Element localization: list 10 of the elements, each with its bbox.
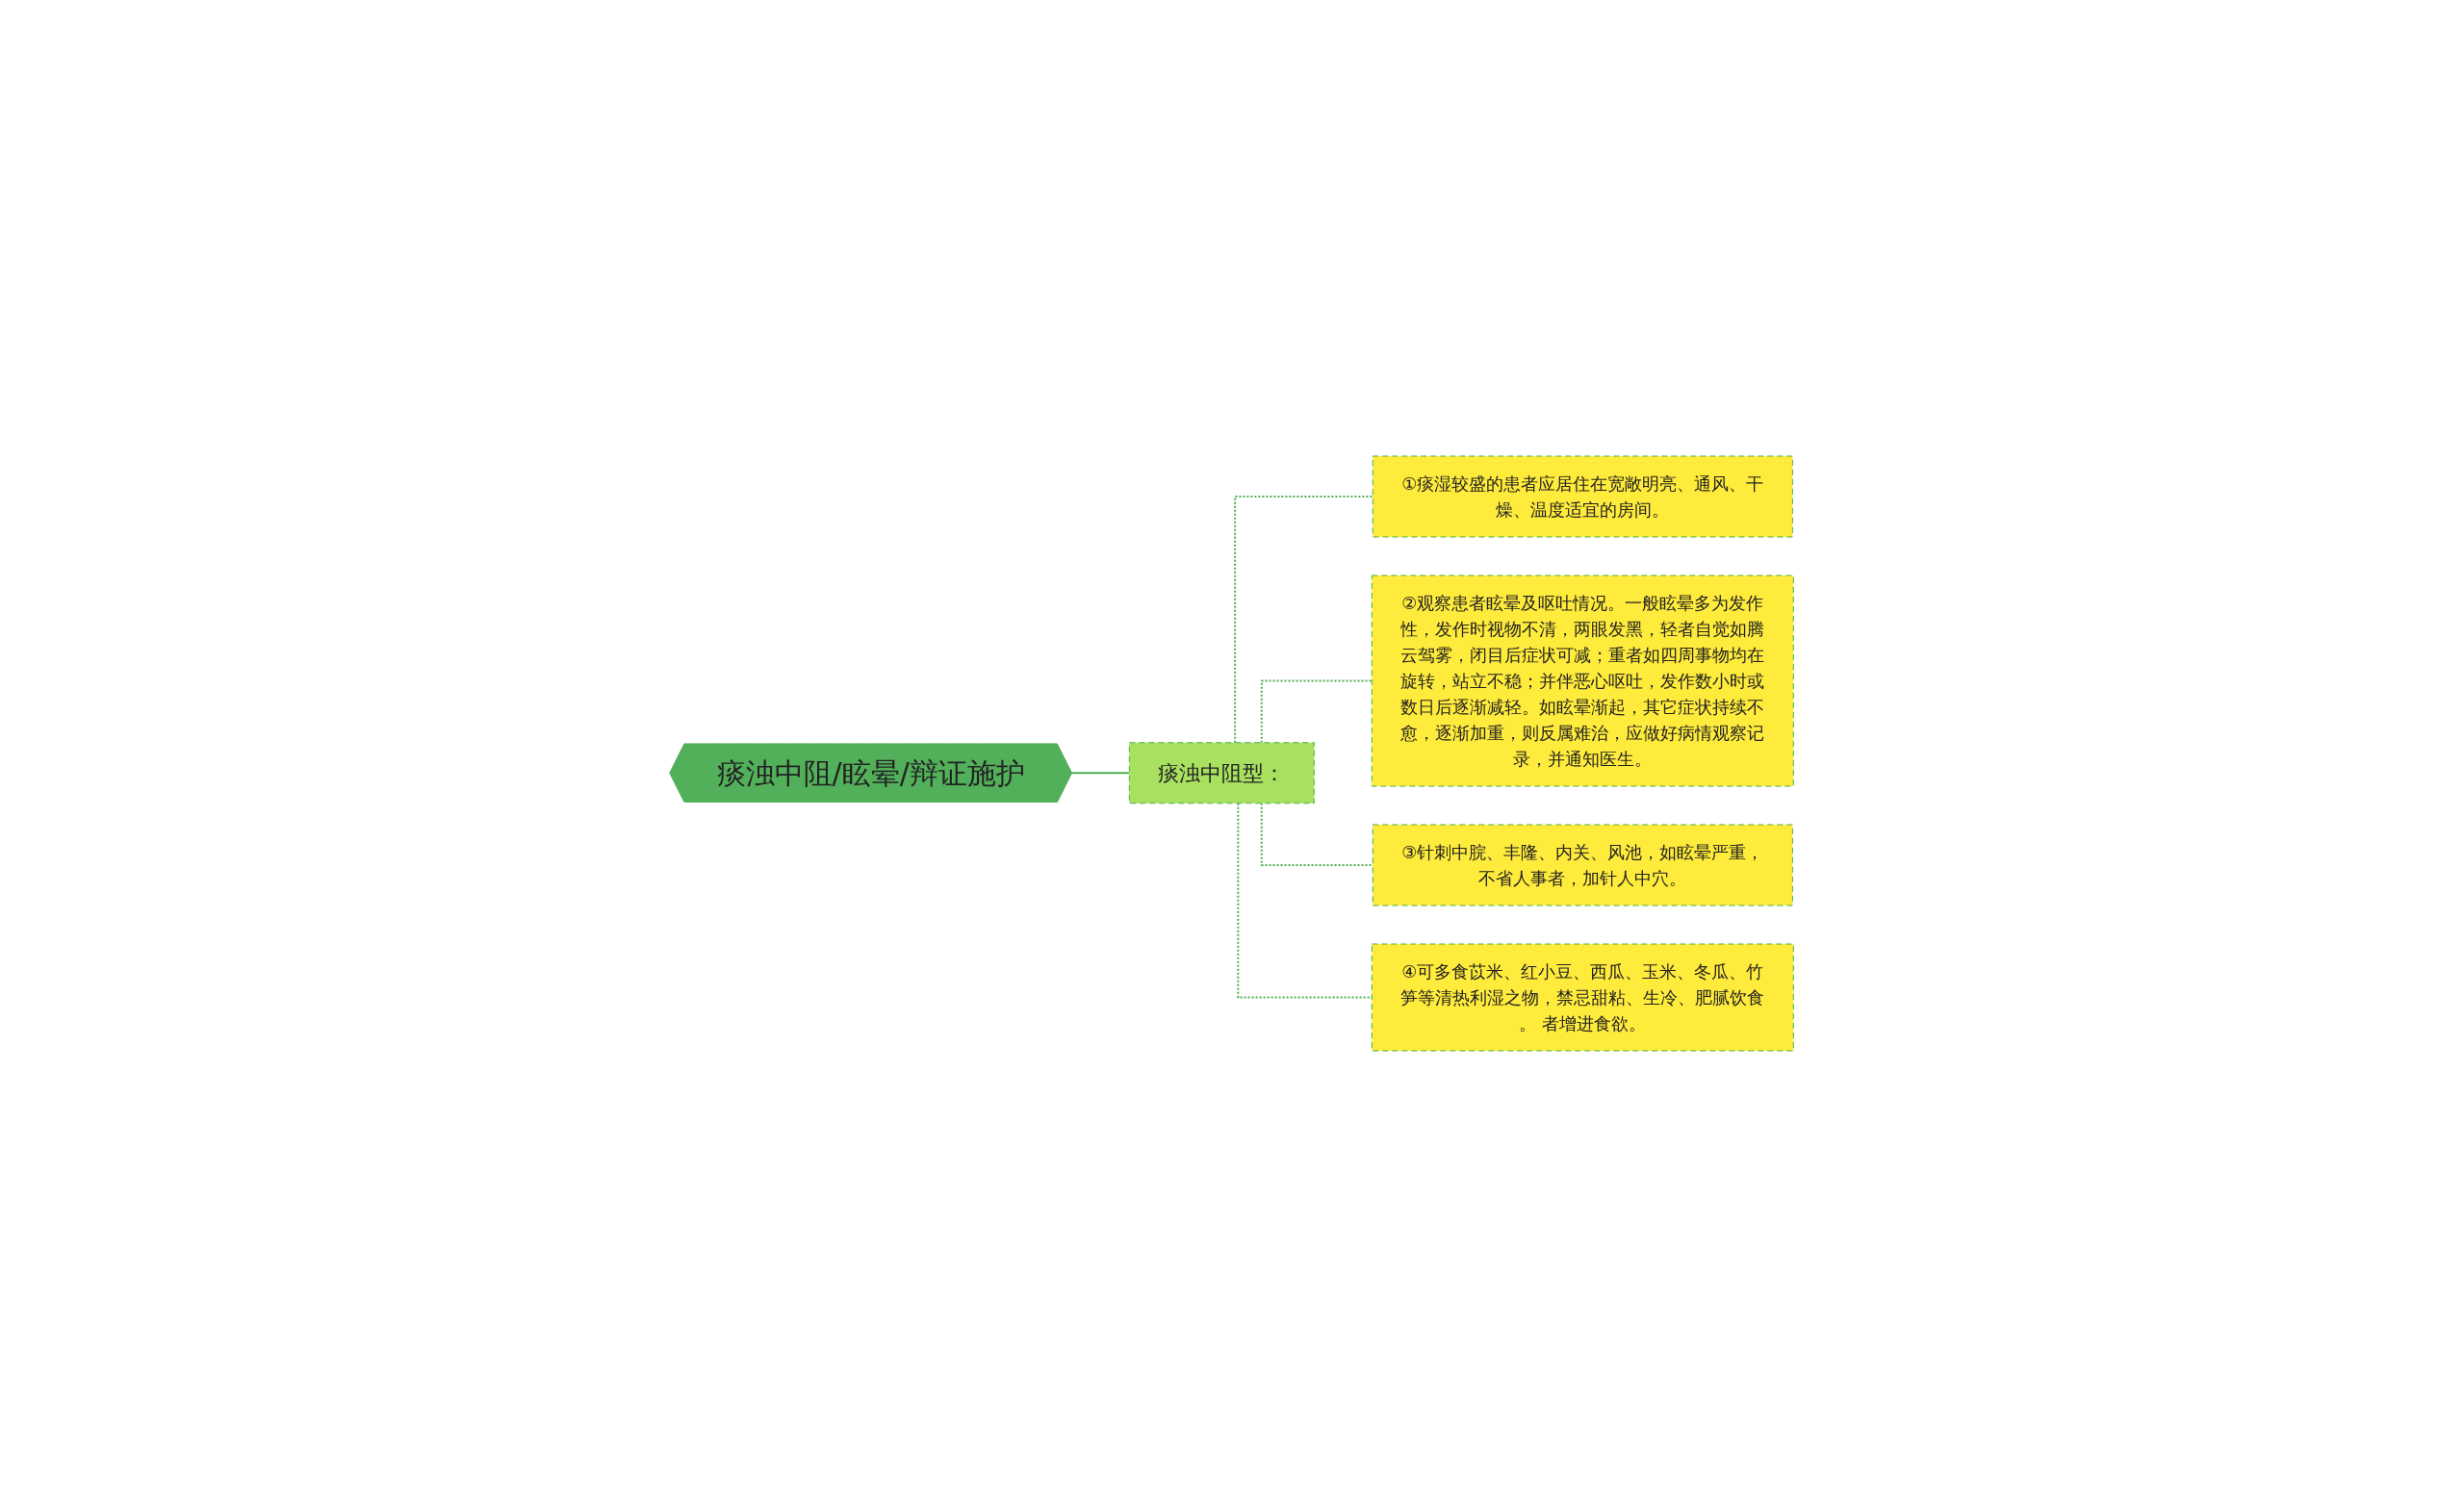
node-box: ③针刺中脘、丰隆、内关、风池，如眩晕严重，不省人事者，加针人中穴。 (1373, 824, 1794, 906)
node-box: ④可多食苡米、红小豆、西瓜、玉米、冬瓜、竹笋等清热利湿之物，禁忌甜粘、生冷、肥腻饮食。 者增进食欲。 (1372, 943, 1795, 1051)
node-box: ①痰湿较盛的患者应居住在宽敞明亮、通风、干燥、温度适宜的房间。 (1373, 455, 1794, 537)
connector (1237, 802, 1373, 998)
node-box: ②观察患者眩晕及呕吐情况。一般眩晕多为发作性，发作时视物不清，两眼发黑，轻者自觉如腾云驾雾，闭目后症状可减；重者如四周事物均在旋转，站立不稳；并伴恶心呕吐，发作数小时或数日后逐渐减轻。如眩晕渐起，其它症状持续不愈，逐渐加重，则反属难治，应做好病情观察记录，并通知医生。 (1372, 574, 1795, 786)
connector (1234, 495, 1374, 744)
connector (1071, 771, 1131, 775)
connector (1261, 802, 1374, 866)
node-box: 痰浊中阻型： (1129, 741, 1316, 804)
connector (1261, 679, 1373, 744)
